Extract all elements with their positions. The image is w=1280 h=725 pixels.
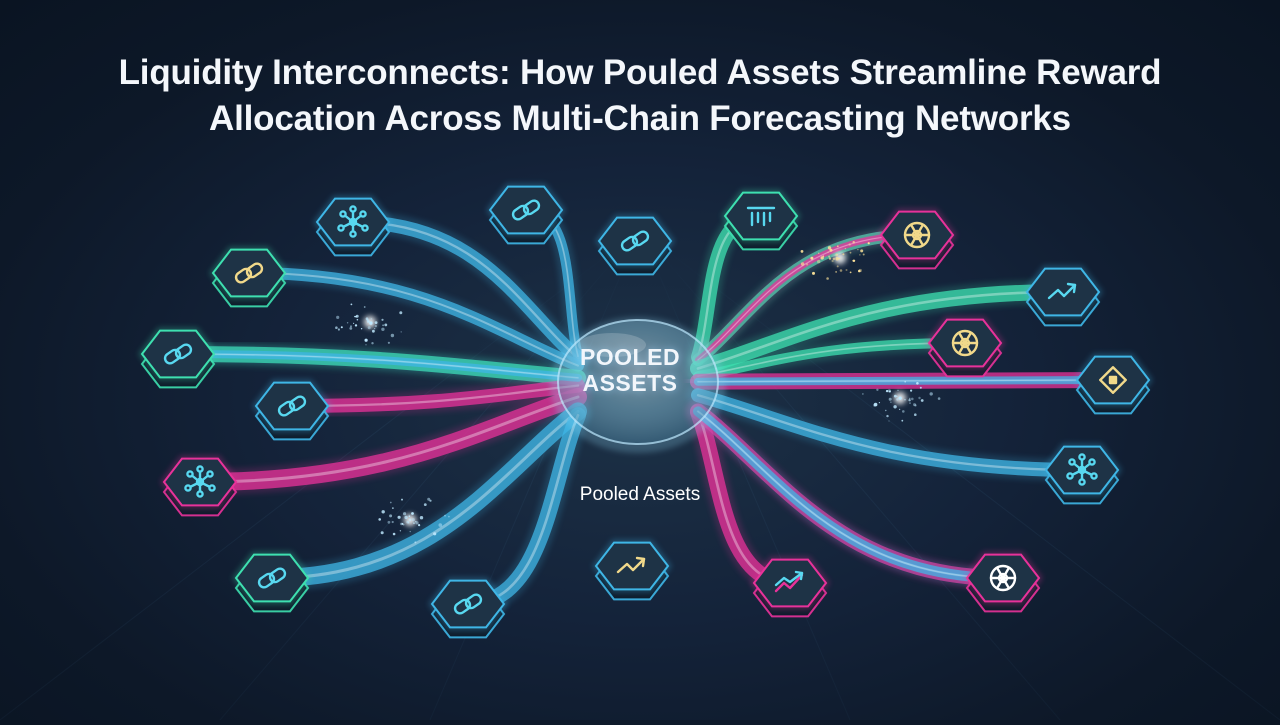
network-icon <box>337 205 369 238</box>
hub-label: POOLED ASSETS <box>560 344 700 396</box>
flow-ribbon-n8 <box>170 346 586 386</box>
chain-node-n4 <box>721 189 801 251</box>
chain-node-n6 <box>209 246 289 308</box>
flow-ribbon-n18 <box>689 402 1012 587</box>
chain-node-n18 <box>963 551 1043 613</box>
hub-caption: Pooled Assets <box>579 484 701 505</box>
chain-link-icon <box>453 593 483 615</box>
chain-node-n9 <box>925 316 1005 378</box>
chain-node-n12 <box>160 455 240 517</box>
chain-node-n11 <box>1073 353 1153 415</box>
trend-arrow-icon <box>1047 282 1077 300</box>
hub-sphere <box>550 317 726 453</box>
chain-node-n3 <box>595 214 675 276</box>
flow-ribbon-n7 <box>686 280 1075 381</box>
flow-ribbon-n13 <box>687 384 1093 481</box>
flow-ribbon-n5 <box>691 228 924 367</box>
hub-label-line-2: ASSETS <box>582 370 678 396</box>
network-grid-icon <box>903 221 931 249</box>
chain-nodes <box>138 183 1153 639</box>
sparkle-particles <box>335 241 941 544</box>
chain-node-n13 <box>1042 443 1122 505</box>
chain-node-n15 <box>428 577 508 639</box>
hub-label-line-1: POOLED <box>579 344 681 370</box>
flow-ribbon-n6 <box>239 263 588 376</box>
network-grid-icon <box>989 564 1017 592</box>
flow-ribbon-n1 <box>342 211 589 369</box>
sparkle-cluster <box>378 497 450 544</box>
trend-chart-icon <box>774 570 804 593</box>
chain-node-n5 <box>877 208 957 270</box>
flow-ribbon-n14 <box>259 398 591 591</box>
trend-arrow-icon <box>616 556 646 574</box>
chain-link-icon <box>277 395 307 417</box>
chain-node-n17 <box>750 556 830 618</box>
flow-ribbon-n12 <box>187 384 591 495</box>
node-square-icon <box>1099 366 1127 394</box>
title-line-1: Liquidity Interconnects: How Pouled Asse… <box>118 53 1162 92</box>
chain-link-icon <box>511 199 541 221</box>
flow-ribbon-n11 <box>690 372 1121 390</box>
chain-node-n14 <box>232 551 312 613</box>
chain-node-n10 <box>252 379 332 441</box>
chain-node-n8 <box>138 327 218 389</box>
sparkle-cluster <box>335 303 403 346</box>
bar-chart-icon <box>746 206 776 227</box>
chain-node-n2 <box>486 183 566 245</box>
sparkle-cluster <box>800 241 870 280</box>
chain-link-icon <box>620 230 650 252</box>
chain-node-n1 <box>313 195 393 257</box>
page-title: Liquidity Interconnects: How Pouled Asse… <box>0 50 1280 142</box>
chain-node-n7 <box>1023 265 1103 327</box>
chain-link-icon <box>163 343 193 365</box>
sparkle-cluster <box>862 380 941 422</box>
title-line-2: Allocation Across Multi-Chain Forecastin… <box>209 99 1071 138</box>
network-grid-icon <box>951 329 979 357</box>
chain-node-n16 <box>592 539 672 601</box>
chain-link-icon <box>257 567 287 589</box>
chain-link-icon <box>234 262 264 284</box>
network-icon <box>1066 453 1098 486</box>
network-icon <box>184 465 216 498</box>
